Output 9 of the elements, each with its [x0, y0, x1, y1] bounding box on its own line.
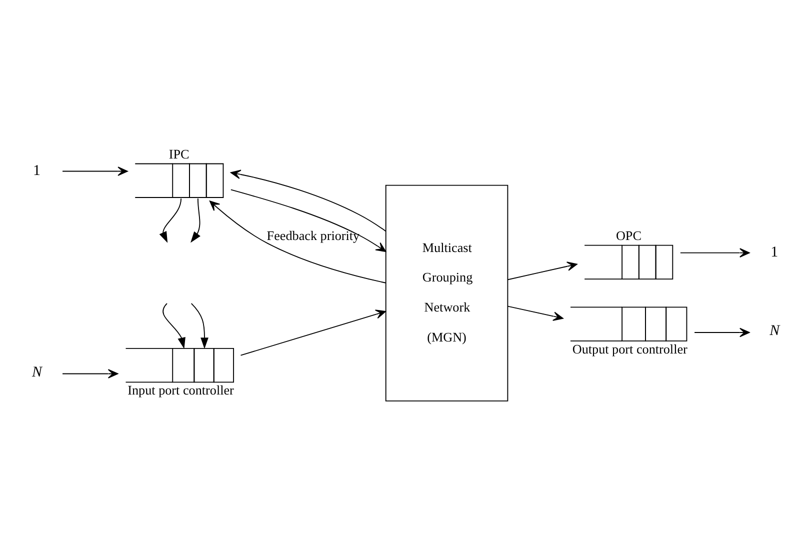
node-text: N — [32, 364, 42, 380]
node-label: Output port controller — [572, 340, 688, 356]
node-text: N — [770, 322, 780, 339]
node-label: OPC — [616, 227, 642, 242]
node-label: IPC — [168, 146, 190, 161]
node-label: Input port controller — [128, 382, 234, 398]
node-text: 1 — [770, 244, 778, 260]
edge-label: Feedback priority — [266, 227, 360, 242]
node-text: 1 — [32, 162, 40, 178]
